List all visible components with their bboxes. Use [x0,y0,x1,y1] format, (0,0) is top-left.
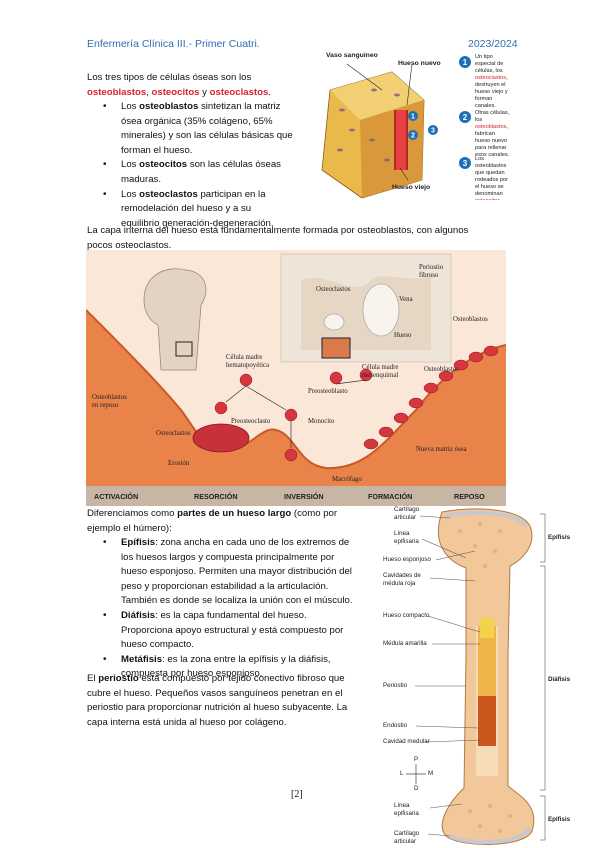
label-preosteoblasto: Preosteoblasto [308,388,348,395]
label-hueso-viejo: Hueso viejo [392,184,431,191]
bone-remodeling-figure: 1 2 3 1 2 3 Vaso sanguíneo Hueso nuevo H… [312,50,510,200]
cell-types-list: Los osteoblastos sintetizan la matriz ós… [103,100,321,232]
label-osteoblastos-mid: Osteoblastos [424,366,459,373]
intro-line2: osteoblastos, osteocitos y osteoclastos. [87,86,271,98]
long-bone-illustration [406,508,546,845]
step-1-text: Un tipo especial de células, los osteocl… [475,54,508,109]
svg-text:2: 2 [411,133,415,140]
label-macrofago: Macrófago [332,476,362,483]
phases-bar: ACTIVACIÓN RESORCIÓN INVERSIÓN FORMACIÓN… [86,486,506,506]
page-number: [2] [291,789,303,800]
step-2-text: Otras células, los osteoblastos, fabrica… [475,110,510,158]
compass-p: P [414,756,419,763]
periostio-paragraph: El periostio está compuesto por tejido c… [87,673,348,728]
header-year: 2023/2024 [468,38,518,50]
label-hueso: Hueso [394,332,412,339]
label-medula: Médula amarilla [383,640,427,647]
label-vaso: Vaso sanguíneo [326,52,378,59]
svg-text:2: 2 [463,113,468,122]
label-epifisis-top: Epífisis [548,534,571,541]
label-osteoclastos-top: Osteoclastos [316,286,351,293]
compass-l: L [400,770,404,777]
step-1-badge [459,56,471,68]
bone-parts-list: Epífisis: zona ancha en cada uno de los … [103,536,379,682]
inner-layer-paragraph: La capa interna del hueso está fundament… [87,225,469,251]
phase-formacion: FORMACIÓN [368,492,413,501]
intro-line1: Los tres tipos de células óseas son los [87,72,252,83]
list-item: Diáfisis: es la capa fundamental del hue… [103,609,379,653]
label-compacto: Hueso compacto [383,612,430,619]
compass-d: D [414,785,419,792]
phase-inversion: INVERSIÓN [284,492,324,501]
list-item: Los osteocitos son las células óseas mad… [103,158,321,187]
long-bone-intro: Diferenciamos como partes de un hueso la… [87,508,338,534]
label-osteoclastos-left: Osteoclastos [156,430,191,437]
label-epifisis-bottom: Epífisis [548,816,571,823]
list-item: Epífisis: zona ancha en cada uno de los … [103,536,379,609]
compass-m: M [428,770,434,777]
remodeling-cycle-illustration [86,250,506,506]
svg-text:3: 3 [463,159,468,168]
label-esponjoso: Hueso esponjoso [383,556,431,563]
label-diafisis: Diáfisis [548,676,571,683]
svg-text:1: 1 [411,114,415,121]
list-item: Metáfisis: es la zona entre la epífisis … [103,653,379,682]
label-monocito: Monocito [308,418,335,425]
step-3-text: Los osteoblastos que quedan rodeados por… [475,156,508,200]
intro-text: Los tres tipos de células óseas son los … [87,71,312,100]
label-hueso-nuevo: Hueso nuevo [398,60,441,67]
phase-activacion: ACTIVACIÓN [94,492,139,501]
bone-block-illustration: 1 2 3 1 2 3 [321,56,471,199]
svg-text:1: 1 [463,58,468,67]
header-course: Enfermería Clínica III.- Primer Cuatri. [87,38,260,50]
phase-reposo: REPOSO [454,492,485,501]
label-nueva-matriz: Nueva matriz ósea [416,446,467,453]
label-endostio: Endostio [383,722,408,729]
label-preosteoclasto: Preosteoclasto [231,418,271,425]
label-periostio: Periostio [383,682,408,689]
phase-resorcion: RESORCIÓN [194,492,238,501]
label-osteoblastos-right: Osteoblastos [453,316,488,323]
label-erosion: Erosión [168,460,190,467]
label-vena: Vena [399,296,413,303]
step-2-badge [459,111,471,123]
label-cavidad-medular: Cavidad medular [383,738,430,745]
step-3-badge [459,157,471,169]
list-item: Los osteoblastos sintetizan la matriz ós… [103,100,321,158]
svg-text:3: 3 [431,128,435,135]
list-item: Los osteoclastos participan en la remode… [103,188,321,232]
